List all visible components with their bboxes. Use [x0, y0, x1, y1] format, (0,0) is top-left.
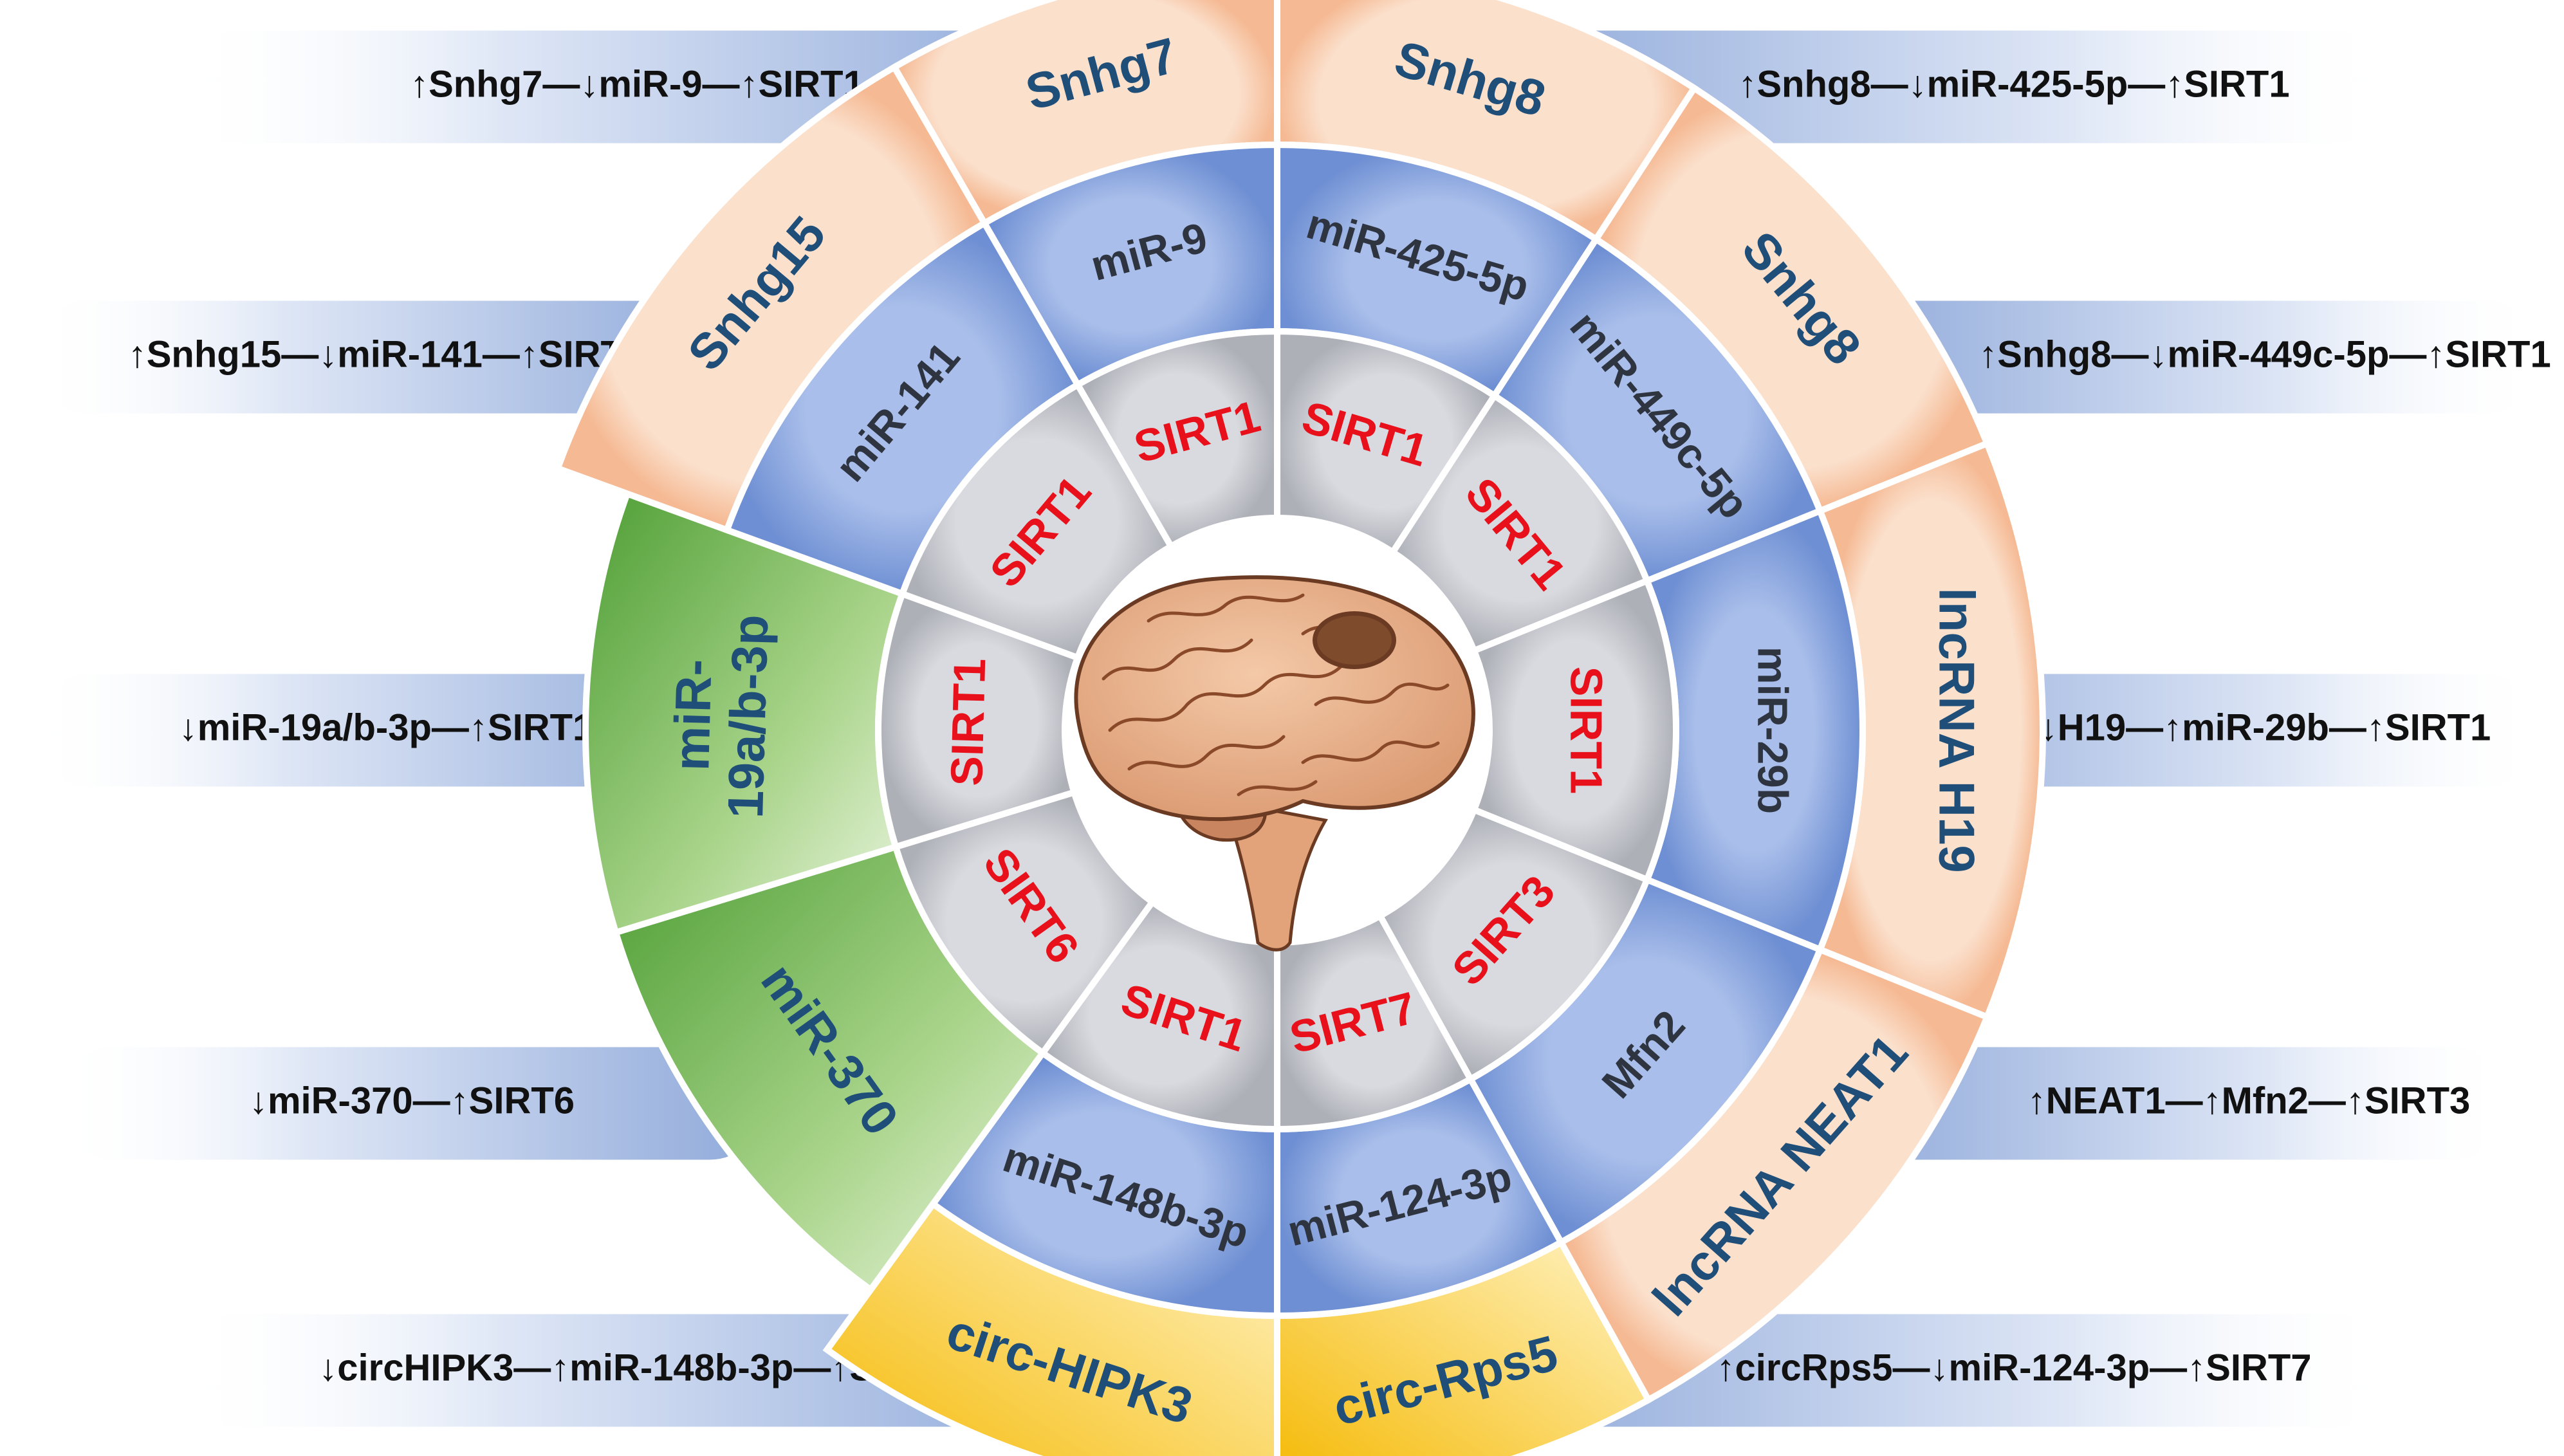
pathway-text: ↑NEAT1—↑Mfn2—↑SIRT3: [2027, 1080, 2471, 1121]
inner-ring-sector: [1274, 327, 1499, 557]
pathway-text: ↑Snhg7—↓miR-9—↑SIRT1: [410, 63, 864, 105]
pathway-text: ↓H19—↑miR-29b—↑SIRT1: [2039, 706, 2491, 748]
sirt-label: SIRT1: [1562, 667, 1612, 794]
pathway-text: ↑Snhg8—↓miR-449c-5p—↑SIRT1: [1978, 333, 2551, 375]
sirt-label: SIRT1: [941, 658, 995, 786]
outer-label: miR-19a/b-3p: [661, 613, 779, 819]
pathway-text: ↑circRps5—↓miR-124-3p—↑SIRT7: [1716, 1347, 2311, 1388]
pathway-text: ↑Snhg15—↓miR-141—↑SIRT1: [128, 333, 645, 375]
pathway-panel: [58, 1047, 766, 1160]
inner-ring-sector: [891, 788, 1157, 1058]
pathway-panel: [1834, 1047, 2509, 1160]
middle-label: miR-29b: [1749, 647, 1797, 814]
pathway-panel: [32, 674, 740, 787]
pathway-panel: [32, 300, 740, 414]
inner-ring-sector: [898, 380, 1176, 662]
pathway-panel: [1834, 300, 2541, 414]
inner-ring-sector: [875, 589, 1082, 851]
inner-ring-sector: [1388, 391, 1652, 655]
outer-label: lncRNA H19: [1928, 587, 1985, 873]
inner-ring-sector: [1470, 576, 1679, 884]
pathway-text: ↑Snhg8—↓miR-425-5p—↑SIRT1: [1738, 63, 2289, 105]
pathway-text: ↓miR-370—↑SIRT6: [249, 1080, 575, 1121]
inner-ring-sector: [1376, 806, 1652, 1084]
brain-icon: [1074, 575, 1475, 952]
pathway-text: ↓miR-19a/b-3p—↑SIRT1: [179, 706, 594, 748]
inner-ring-sector: [1038, 897, 1280, 1133]
